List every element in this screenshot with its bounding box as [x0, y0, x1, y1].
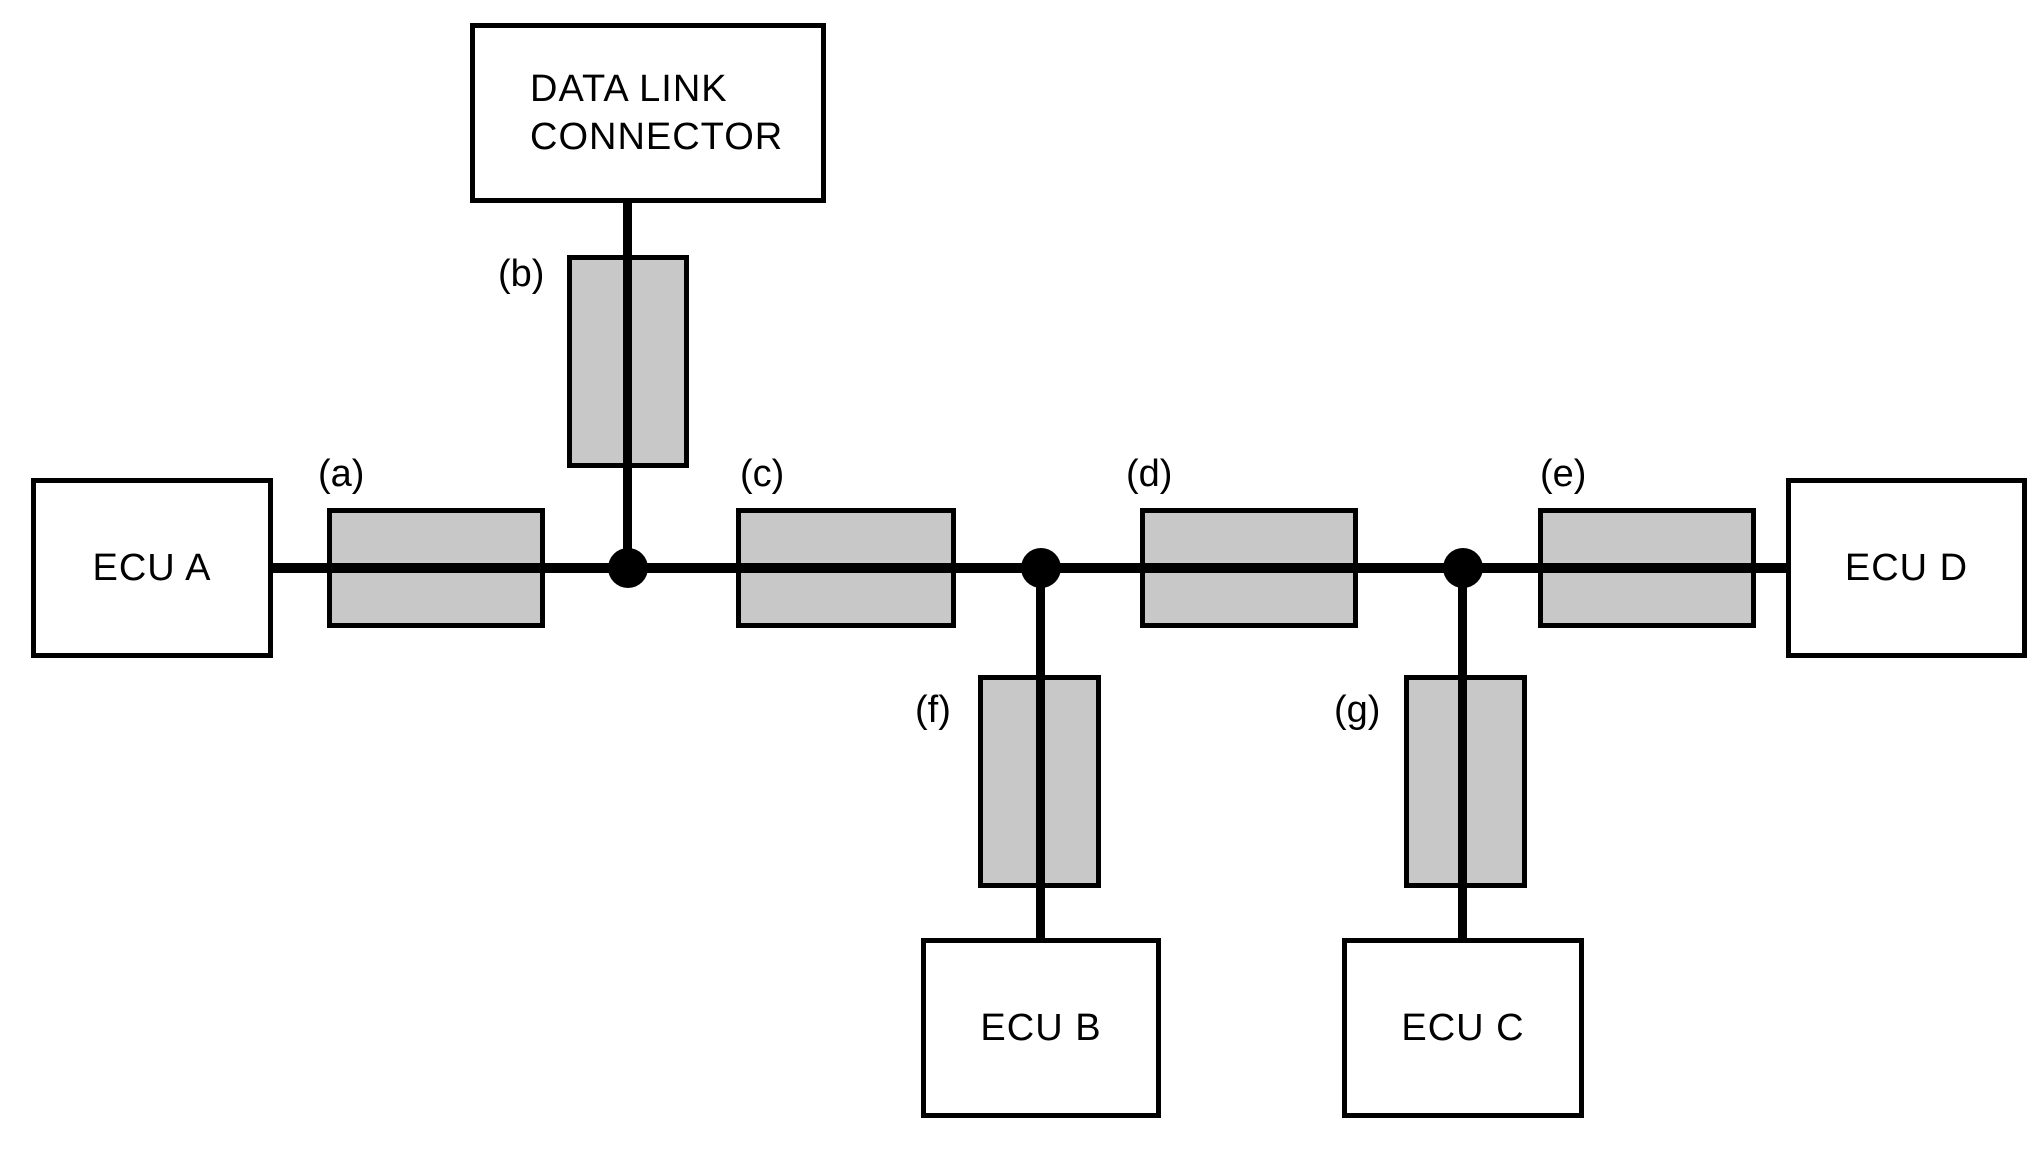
data-link-connector-label: DATA LINK CONNECTOR	[530, 68, 784, 158]
ecu-a-label: ECU A	[92, 547, 212, 589]
segment-label-b: (b)	[498, 253, 545, 295]
dlc-drop-wire	[623, 200, 632, 573]
ecu-b-box: ECU B	[921, 938, 1161, 1118]
data-link-connector-box: DATA LINK CONNECTOR	[470, 23, 826, 203]
ecu-c-label: ECU C	[1401, 1007, 1525, 1049]
segment-label-a: (a)	[318, 453, 365, 495]
ecu-b-drop-wire	[1036, 568, 1045, 942]
segment-label-e: (e)	[1540, 453, 1587, 495]
ecu-c-box: ECU C	[1342, 938, 1584, 1118]
segment-label-c: (c)	[740, 453, 785, 495]
ecu-d-box: ECU D	[1786, 478, 2027, 658]
segment-label-f: (f)	[915, 689, 951, 731]
ecu-d-label: ECU D	[1844, 547, 1969, 589]
ecu-a-box: ECU A	[31, 478, 273, 658]
ecu-c-drop-wire	[1458, 568, 1467, 942]
segment-label-d: (d)	[1126, 453, 1173, 495]
segment-label-g: (g)	[1334, 689, 1381, 731]
junction-dot-3	[1443, 548, 1483, 588]
junction-dot-1	[608, 548, 648, 588]
ecu-b-label: ECU B	[980, 1007, 1102, 1049]
junction-dot-2	[1021, 548, 1061, 588]
